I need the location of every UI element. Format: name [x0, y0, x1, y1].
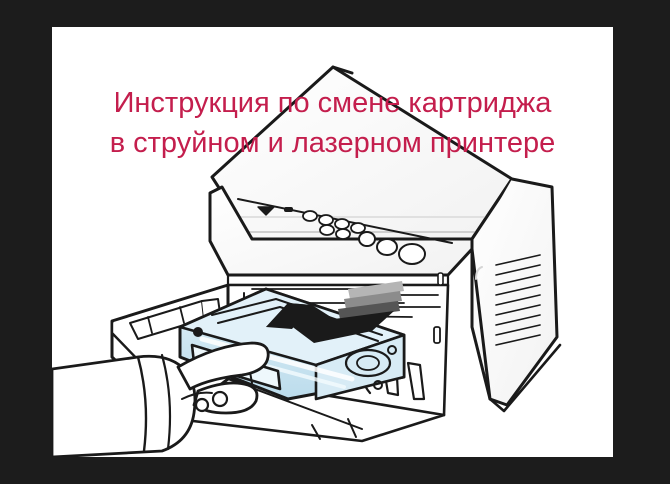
control-panel-large-buttons: [358, 231, 426, 265]
pull-direction-arrow: [266, 281, 404, 343]
scanner-lid: [210, 65, 514, 251]
hand-gripping-cartridge: [52, 341, 270, 457]
printer-illustration: [52, 65, 562, 457]
illustration-canvas: Инструкция по смене картриджа в струйном…: [52, 27, 613, 457]
control-panel: [208, 185, 474, 287]
printer-right-side: [470, 177, 562, 413]
side-vent-slats: [495, 254, 541, 346]
control-panel-small-buttons: [302, 210, 366, 240]
